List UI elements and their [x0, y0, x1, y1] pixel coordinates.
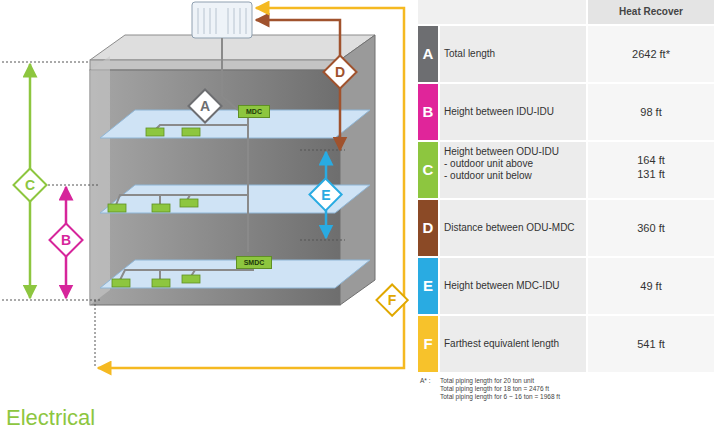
row-letter: A: [418, 45, 438, 63]
table-value: 98 ft: [588, 106, 714, 118]
footnote: Total piping length for 6 ~ 16 ton = 196…: [440, 393, 560, 401]
node-label: B: [48, 232, 84, 248]
table-cell: Distance between ODU-MDC: [444, 222, 575, 234]
table-cell: Height between ODU-IDU: [444, 146, 559, 158]
smdc-box: SMDC: [236, 256, 272, 269]
floor-slab: [100, 260, 370, 288]
footnote: A* :: [420, 377, 430, 385]
node-shape: [239, 105, 270, 117]
callout-diamond: C: [12, 167, 48, 203]
callout-diamond: E: [308, 177, 343, 212]
dimension-arrow: [256, 20, 340, 150]
column-header: Heat Recover: [588, 6, 714, 18]
node-label: C: [12, 177, 48, 193]
roof-edge: [90, 60, 340, 70]
table-cell: - outdoor unit above: [444, 158, 533, 170]
node-shape: [237, 256, 272, 268]
row-letter: C: [418, 161, 438, 179]
node-label: D: [322, 64, 358, 80]
row-letter: E: [418, 277, 438, 295]
dimension-arrow: [98, 8, 404, 368]
callout-diamond: B: [48, 222, 84, 258]
spec-table: [418, 0, 714, 372]
outdoor-unit-grille: [198, 8, 246, 34]
outdoor-unit: [192, 2, 252, 38]
table-value: 2642 ft*: [588, 48, 714, 60]
section-heading: Electrical: [6, 405, 95, 431]
building-left-wall: [90, 56, 110, 305]
callout-diamond: F: [375, 283, 409, 317]
node-label: E: [308, 187, 343, 203]
row-letter: B: [418, 103, 438, 121]
row-letter: D: [418, 219, 438, 237]
table-value: 131 ft: [588, 168, 714, 180]
callout-diamond: A: [187, 88, 223, 124]
node-label: A: [187, 98, 223, 114]
row-letter: F: [418, 335, 438, 353]
table-cell: Height between IDU-IDU: [444, 106, 554, 118]
node-label: MDC: [238, 107, 270, 116]
table-cell: Height between MDC-IDU: [444, 280, 560, 292]
table-value: 49 ft: [588, 280, 714, 292]
table-cell: Farthest equivalent length: [444, 338, 559, 350]
refrigerant-piping: [116, 38, 300, 280]
roof: [90, 35, 375, 60]
table-value: 541 ft: [588, 338, 714, 350]
table-value: 164 ft: [588, 154, 714, 166]
footnote: Total piping length for 18 ton = 2476 ft: [440, 385, 549, 393]
table-value: 360 ft: [588, 222, 714, 234]
node-label: F: [375, 292, 409, 308]
node-label: SMDC: [236, 258, 272, 267]
callout-diamond: D: [322, 54, 358, 90]
table-cell: Total length: [444, 48, 495, 60]
indoor-units: [108, 128, 200, 287]
footnote: Total piping length for 20 ton unit: [440, 377, 534, 385]
mdc-box: MDC: [238, 105, 270, 118]
reference-lines: [2, 62, 345, 368]
table-cell: - outdoor unit below: [444, 170, 532, 182]
